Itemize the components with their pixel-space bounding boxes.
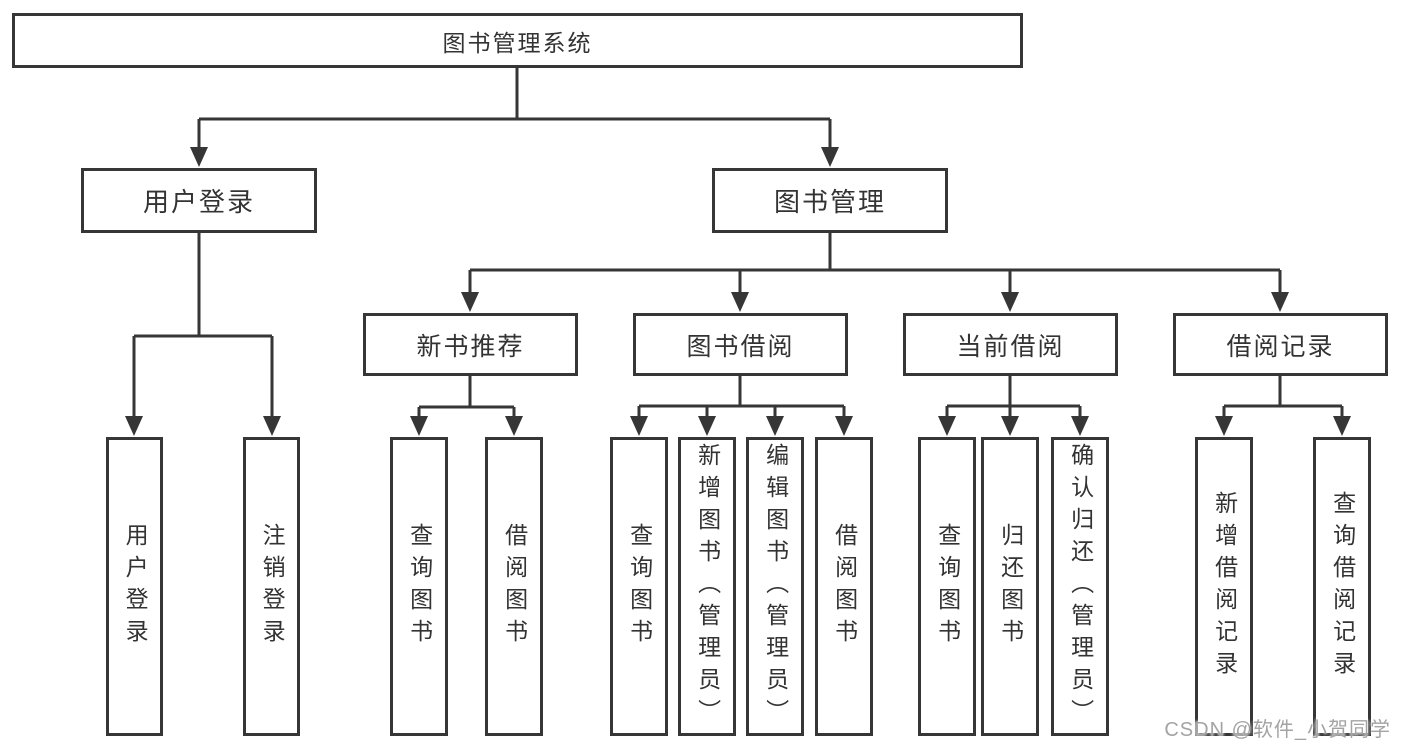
leaf-borrow-books-recommend-label: 借阅图书 bbox=[501, 522, 528, 651]
leaf-logout-label: 注销登录 bbox=[259, 522, 286, 651]
leaf-query-books-borrow: 查询图书 bbox=[610, 437, 668, 736]
leaf-borrow-books: 借阅图书 bbox=[815, 437, 873, 736]
leaf-add-book-admin: 新增图书（管理员） bbox=[678, 437, 736, 736]
leaf-confirm-return-admin-label: 确认归还（管理员） bbox=[1067, 442, 1094, 731]
leaf-add-borrow-record: 新增借阅记录 bbox=[1195, 437, 1253, 736]
leaf-query-books-borrow-label: 查询图书 bbox=[626, 522, 653, 651]
leaf-add-borrow-record-label: 新增借阅记录 bbox=[1211, 490, 1238, 683]
csdn-watermark: CSDN @软件_小贺同学 bbox=[1164, 719, 1391, 741]
leaf-return-book: 归还图书 bbox=[981, 437, 1039, 736]
leaf-query-books-current-label: 查询图书 bbox=[934, 522, 961, 651]
node-borrowing-records: 借阅记录 bbox=[1173, 313, 1388, 376]
leaf-borrow-books-label: 借阅图书 bbox=[831, 522, 858, 651]
leaf-confirm-return-admin: 确认归还（管理员） bbox=[1051, 437, 1109, 736]
node-new-book-recommendation: 新书推荐 bbox=[363, 313, 578, 376]
arrowheads bbox=[125, 147, 1351, 436]
leaf-edit-book-admin: 编辑图书（管理员） bbox=[746, 437, 804, 736]
leaf-query-borrow-record-label: 查询借阅记录 bbox=[1329, 490, 1356, 683]
leaf-user-login: 用户登录 bbox=[106, 437, 163, 736]
leaf-query-books-current: 查询图书 bbox=[918, 437, 976, 736]
node-book-management: 图书管理 bbox=[712, 168, 948, 233]
node-current-borrowing: 当前借阅 bbox=[903, 313, 1118, 376]
leaf-query-books-recommend: 查询图书 bbox=[390, 437, 448, 736]
node-book-borrowing: 图书借阅 bbox=[633, 313, 848, 376]
leaf-edit-book-admin-label: 编辑图书（管理员） bbox=[762, 442, 789, 731]
leaf-user-login-label: 用户登录 bbox=[122, 522, 149, 651]
leaf-borrow-books-recommend: 借阅图书 bbox=[485, 437, 543, 736]
leaf-query-borrow-record: 查询借阅记录 bbox=[1313, 437, 1371, 736]
node-library-management-system: 图书管理系统 bbox=[12, 13, 1023, 68]
leaf-return-book-label: 归还图书 bbox=[997, 522, 1024, 651]
leaf-query-books-recommend-label: 查询图书 bbox=[406, 522, 433, 651]
node-user-login: 用户登录 bbox=[81, 168, 317, 233]
leaf-logout: 注销登录 bbox=[243, 437, 300, 736]
leaf-add-book-admin-label: 新增图书（管理员） bbox=[694, 442, 721, 731]
